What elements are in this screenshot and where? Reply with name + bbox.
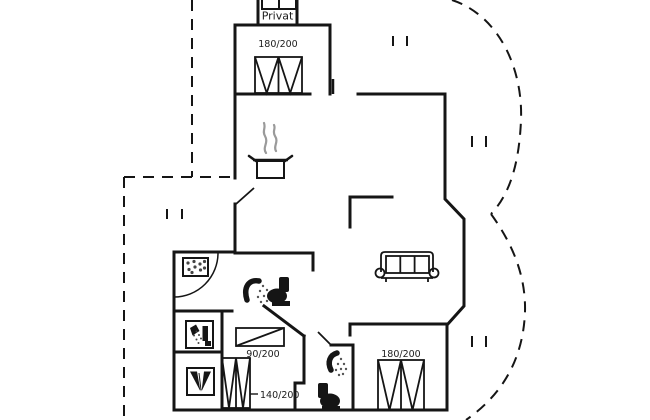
shower-icon-bath2 bbox=[326, 350, 348, 377]
toilet-tank bbox=[279, 277, 289, 292]
bed-outline bbox=[235, 327, 285, 347]
shower-head bbox=[243, 277, 262, 303]
tick-pair-left bbox=[166, 209, 183, 219]
terrace-door-leaf bbox=[235, 187, 255, 205]
bed-pattern bbox=[221, 357, 251, 409]
sauna-glyph-left bbox=[190, 324, 200, 336]
tick-pair-right-upper bbox=[471, 136, 487, 147]
east-wall bbox=[443, 92, 466, 412]
pot-handles bbox=[247, 154, 294, 163]
bathroom2-west-wall bbox=[293, 334, 306, 412]
toilet-icon-bath1 bbox=[267, 277, 290, 306]
sofa-arm-left bbox=[374, 267, 386, 279]
bed-140 bbox=[221, 357, 258, 409]
living-south-wall bbox=[348, 322, 449, 337]
sauna-icon bbox=[185, 320, 214, 349]
doors bbox=[173, 79, 335, 346]
toilet-tank bbox=[318, 383, 328, 398]
toilet-bowl bbox=[267, 288, 287, 304]
tick-pair-top bbox=[392, 36, 408, 46]
bed-180-bottom-label: 180/200 bbox=[381, 349, 420, 360]
stove-pot-icon bbox=[247, 121, 294, 179]
private-room-label: Privat bbox=[262, 10, 294, 23]
pot-body bbox=[256, 160, 285, 179]
boundary-right-lower-arc bbox=[465, 213, 527, 420]
bed-90-label: 90/200 bbox=[246, 349, 279, 360]
fireplace-icon bbox=[186, 367, 215, 396]
toilet-base bbox=[272, 301, 290, 306]
hall-diagonal-wall bbox=[261, 303, 307, 339]
fireplace-line bbox=[198, 372, 202, 391]
sofa-back bbox=[380, 251, 434, 272]
interior-walls bbox=[172, 195, 449, 412]
sofa-base bbox=[381, 277, 433, 282]
bed-180-top-label: 180/200 bbox=[258, 39, 297, 50]
shower-spray-dots bbox=[256, 284, 272, 304]
step-ticks bbox=[166, 36, 487, 347]
sofa-icon bbox=[374, 251, 440, 282]
shower-head bbox=[326, 350, 340, 373]
bed-140-label: 140/200 bbox=[260, 390, 299, 401]
wing-room-door-arc bbox=[173, 252, 219, 298]
sofa-cushion-dividers bbox=[399, 256, 416, 273]
steam-lines bbox=[262, 121, 278, 155]
sauna-glyph-foot bbox=[205, 341, 211, 346]
fireplace-wedge-right bbox=[201, 371, 211, 392]
toilet-icon-bath2 bbox=[318, 383, 340, 411]
sofa-cushions bbox=[385, 255, 430, 274]
fireplace-wedge-left bbox=[190, 371, 201, 392]
sauna-dots bbox=[193, 330, 202, 344]
bed-pattern bbox=[235, 327, 285, 347]
bed-pattern bbox=[254, 56, 303, 96]
sauna-glyph-bar bbox=[202, 326, 208, 341]
bed-90 bbox=[235, 327, 285, 347]
bathroom2-door-leaf bbox=[317, 331, 332, 346]
bed-pattern bbox=[377, 359, 425, 411]
whirlpool-bubbles bbox=[186, 259, 207, 275]
shower-spray-dots bbox=[334, 357, 348, 377]
whirlpool-icon bbox=[182, 257, 209, 277]
tick-pair-right-lower bbox=[471, 336, 487, 347]
sofa-arm-right bbox=[428, 267, 440, 279]
boundary-right-upper-arc bbox=[451, 0, 523, 215]
bed-180-bottom-right bbox=[377, 359, 425, 411]
terrace-boundary bbox=[123, 0, 527, 420]
shower-icon-bath1 bbox=[243, 277, 272, 304]
toilet-base bbox=[322, 406, 340, 411]
living-partial-wall bbox=[348, 195, 394, 229]
toilet-bowl bbox=[320, 393, 340, 409]
private-room-window-box bbox=[261, 0, 297, 10]
bed-180-top bbox=[254, 56, 303, 96]
